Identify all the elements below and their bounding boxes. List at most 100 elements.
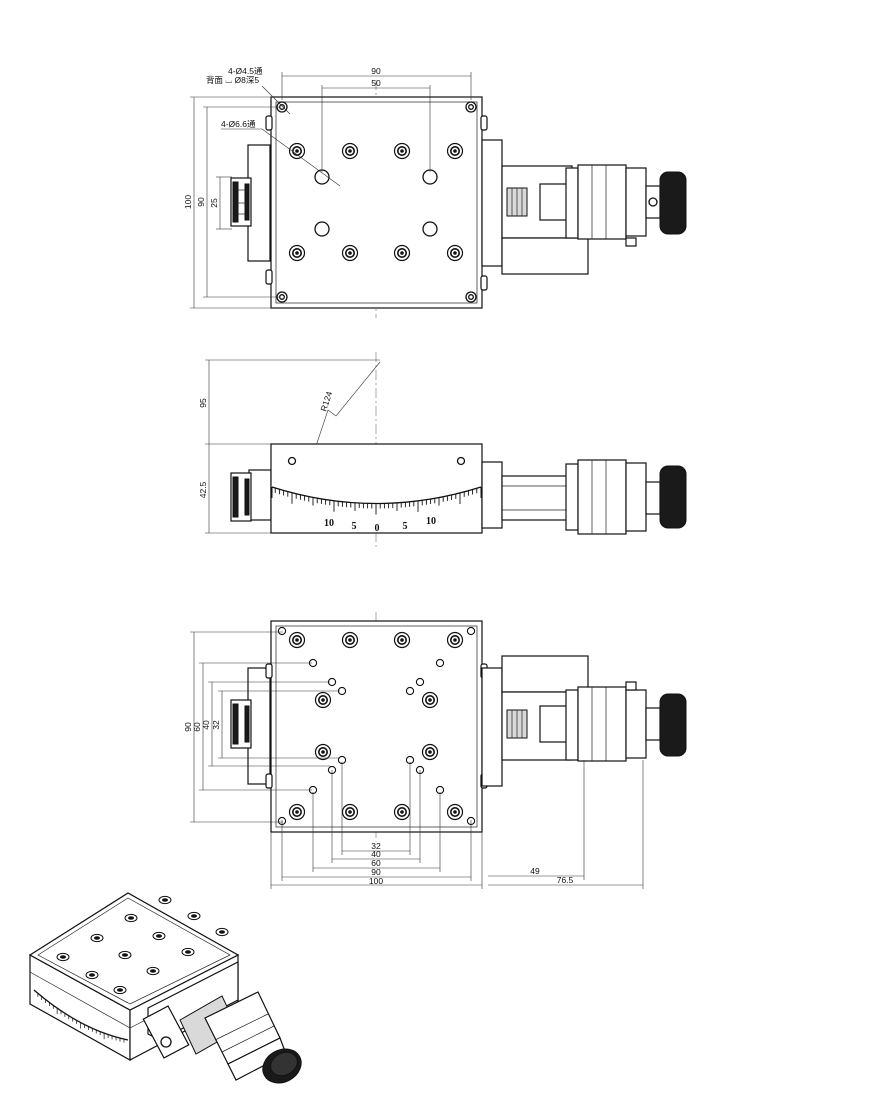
top-counterbore-hole-core <box>348 251 352 255</box>
bottom-counterbore-hole <box>288 803 306 821</box>
dim-top-90: 90 <box>371 66 381 76</box>
dim-bottom-h-100: 100 <box>369 876 383 886</box>
bottom-small-hole <box>415 677 425 687</box>
bottom-counterbore-hole-core <box>400 638 404 642</box>
bottom-counterbore-hole-core <box>348 810 352 814</box>
bottom-counterbore-hole-core <box>453 638 457 642</box>
top-motor-end <box>625 167 647 237</box>
top-counterbore-hole-core <box>453 149 457 153</box>
dim-bottom-v-32: 32 <box>211 720 221 730</box>
bottom-view: 90 60 40 32 32 40 60 <box>183 612 687 889</box>
bottom-small-hole <box>405 686 415 696</box>
top-knob-screw <box>648 197 658 207</box>
side-main-body <box>270 443 483 534</box>
top-side-tab <box>480 275 488 291</box>
bottom-horizontal-dims: 32 40 60 90 100 49 76.5 <box>270 760 644 889</box>
bottom-motor-foot <box>625 681 637 691</box>
note-through-hole-6-6: 4-Ø6.6通 <box>221 119 256 129</box>
side-drive-flange <box>481 461 503 529</box>
goniometer-scale-labels: 10 5 0 5 10 <box>324 516 436 534</box>
top-counterbore-hole-core <box>295 251 299 255</box>
bottom-knob <box>659 693 687 757</box>
top-stepper-motor <box>577 164 627 240</box>
iso-top-holes <box>56 895 229 995</box>
side-stepper-motor <box>577 459 627 535</box>
top-knob-shaft <box>645 185 661 219</box>
top-motor-bracket <box>501 237 589 275</box>
bottom-side-tab <box>265 773 273 789</box>
iso-top-plate <box>28 892 240 1011</box>
side-motor-end <box>625 462 647 532</box>
bottom-small-holes <box>277 626 476 826</box>
dim-bottom-v-40: 40 <box>201 720 211 730</box>
iso-scale-ticks <box>37 993 125 1043</box>
top-knob <box>659 171 687 235</box>
goniometer-scale-ticks <box>271 487 482 515</box>
iso-hole-core <box>128 916 134 920</box>
bottom-counterbore-hole <box>314 743 332 761</box>
top-counterbore-hole-core <box>453 251 457 255</box>
bottom-connector-clip <box>232 703 239 745</box>
dim-bottom-h-32: 32 <box>371 841 381 851</box>
bottom-shaft-block <box>539 705 571 743</box>
side-knob <box>659 465 687 529</box>
bottom-motor-end <box>625 689 647 759</box>
top-counterbore-hole <box>288 244 306 262</box>
bottom-counterbore-hole <box>288 631 306 649</box>
side-screw-left <box>287 456 297 466</box>
side-view: 95 42.5 R124 10 5 0 5 10 <box>198 352 687 548</box>
top-corner-holes <box>276 101 477 303</box>
top-counterbore-hole <box>393 244 411 262</box>
iso-hole-core <box>122 953 128 957</box>
dim-bottom-h-60: 60 <box>371 858 381 868</box>
dim-bottom-h-90: 90 <box>371 867 381 877</box>
dim-bottom-76-5: 76.5 <box>557 875 574 885</box>
dim-bottom-v-90: 90 <box>183 722 193 732</box>
top-counterbore-hole <box>446 142 464 160</box>
top-counterbore-hole <box>393 142 411 160</box>
bottom-counterbore-hole <box>393 803 411 821</box>
side-drive-housing <box>501 475 571 521</box>
goniometer-arc <box>271 486 482 505</box>
iso-hole-core <box>117 988 123 992</box>
bottom-counterbore-hole <box>393 631 411 649</box>
bottom-knob-shaft <box>645 707 661 741</box>
bottom-connector-clip-2 <box>244 705 250 743</box>
bottom-motor-face <box>565 689 579 761</box>
isometric-view <box>28 892 302 1084</box>
bottom-counterbore-hole <box>314 691 332 709</box>
top-view: 90 50 100 90 25 4-Ø4.5通 背面 ⌴ Ø8深5 4-Ø6.6… <box>183 66 687 318</box>
side-motor-face <box>565 463 579 531</box>
dim-top-50: 50 <box>371 78 381 88</box>
iso-knob-face <box>270 1051 298 1077</box>
iso-hole-core <box>185 950 191 954</box>
scale-label-right-5: 5 <box>403 521 408 532</box>
dim-top-100: 100 <box>183 195 193 209</box>
bottom-counterbore-hole <box>421 743 439 761</box>
bottom-small-hole <box>435 658 445 668</box>
iso-connector-screw <box>160 1036 172 1048</box>
side-connector-clip <box>232 476 239 518</box>
bottom-motor-bracket <box>501 655 589 693</box>
iso-top-plate-inner <box>37 897 231 1005</box>
bottom-counterbore-holes <box>288 631 464 821</box>
bottom-counterbore-hole <box>341 631 359 649</box>
top-counterbore-hole-core <box>295 149 299 153</box>
side-screw-right <box>456 456 466 466</box>
dim-bottom-v-60: 60 <box>192 722 202 732</box>
dim-top-90-v: 90 <box>196 197 206 207</box>
scale-label-left-10: 10 <box>324 518 334 529</box>
top-side-tab <box>265 269 273 285</box>
bottom-main-plate <box>270 620 483 833</box>
bottom-counterbore-hole <box>446 803 464 821</box>
dim-side-95: 95 <box>198 398 208 408</box>
top-side-tab <box>480 115 488 131</box>
bottom-counterbore-hole-core <box>428 698 432 702</box>
radius-label: R124 <box>318 390 334 413</box>
top-counterbore-hole-core <box>348 149 352 153</box>
scale-label-left-5: 5 <box>352 521 357 532</box>
bottom-plate-inner-edge <box>275 625 478 828</box>
bottom-counterbore-hole <box>446 631 464 649</box>
